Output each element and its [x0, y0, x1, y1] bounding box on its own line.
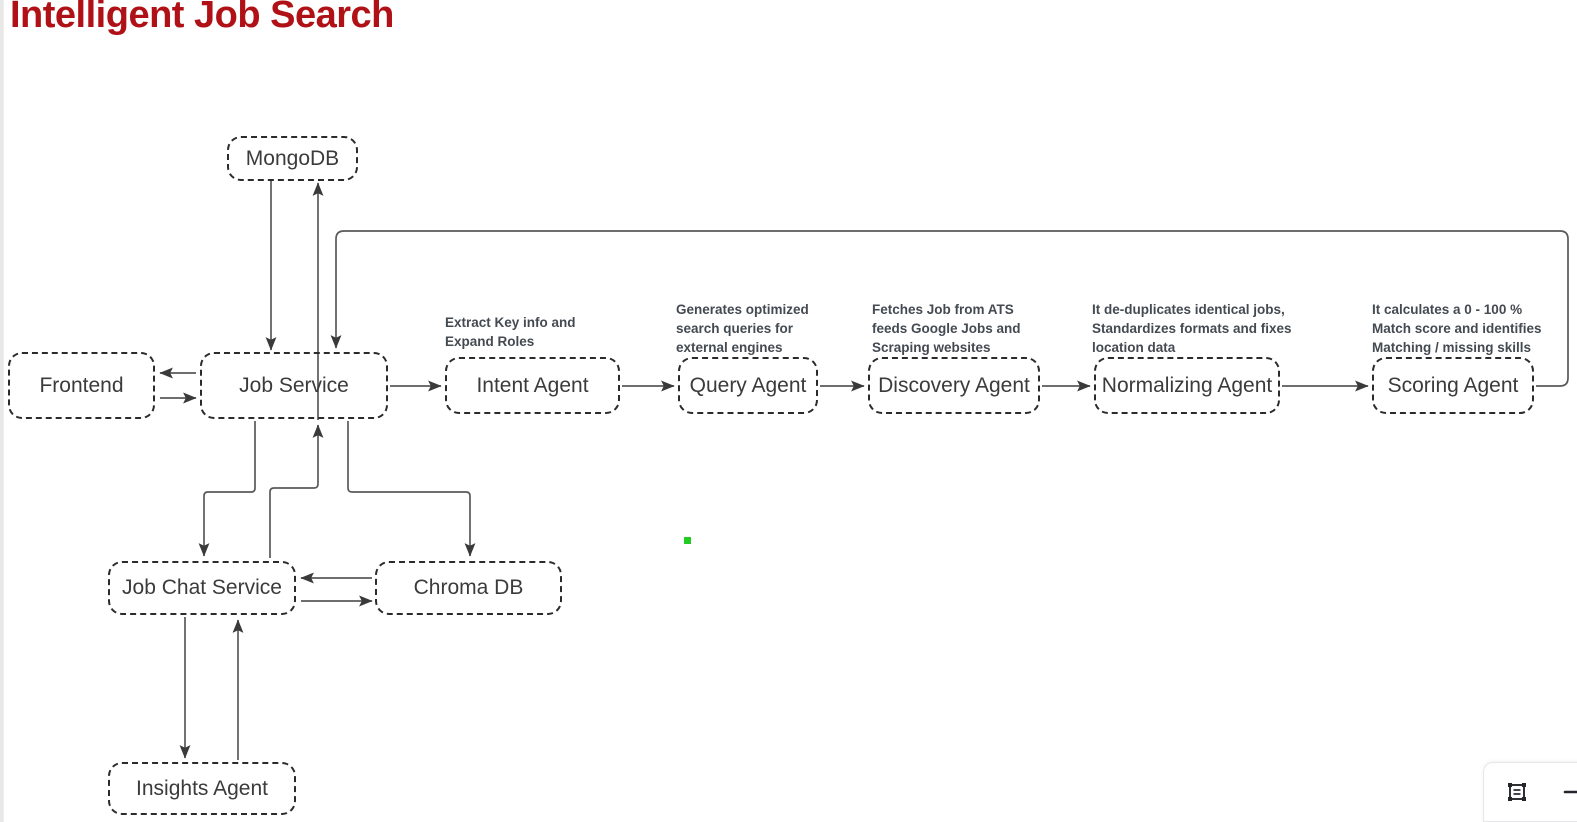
node-job-service[interactable]: Job Service	[200, 352, 388, 419]
zoom-out-icon[interactable]	[1558, 777, 1577, 807]
caption-query-agent: Generates optimized search queries for e…	[676, 302, 809, 356]
node-query-agent[interactable]: Query Agent	[678, 357, 818, 414]
caption-normalizing-agent: It de-duplicates identical jobs, Standar…	[1092, 302, 1292, 356]
node-scoring-agent-label: Scoring Agent	[1387, 373, 1519, 397]
fit-view-icon[interactable]	[1502, 777, 1532, 807]
edge-job-chat-to-job-service	[269, 424, 324, 558]
node-normalizing-agent-label: Normalizing Agent	[1101, 373, 1273, 397]
node-job-chat-service[interactable]: Job Chat Service	[108, 561, 296, 615]
node-normalizing-agent[interactable]: Normalizing Agent	[1094, 357, 1280, 414]
node-chroma-db[interactable]: Chroma DB	[375, 561, 562, 615]
node-insights-agent[interactable]: Insights Agent	[108, 762, 296, 815]
edge-job-service-to-job-chat	[198, 421, 256, 557]
edge-job-service-to-chroma	[347, 421, 476, 557]
node-scoring-agent[interactable]: Scoring Agent	[1372, 357, 1534, 414]
node-discovery-agent-label: Discovery Agent	[878, 373, 1030, 397]
caption-discovery-agent: Fetches Job from ATS feeds Google Jobs a…	[872, 302, 1021, 356]
node-query-agent-label: Query Agent	[689, 373, 807, 397]
caption-intent-agent: Extract Key info and Expand Roles	[445, 315, 576, 350]
node-intent-agent-label: Intent Agent	[476, 373, 589, 397]
caption-scoring-agent: It calculates a 0 - 100 % Match score an…	[1372, 302, 1542, 356]
node-chroma-db-label: Chroma DB	[413, 576, 524, 599]
node-discovery-agent[interactable]: Discovery Agent	[868, 357, 1040, 414]
canvas-toolbar[interactable]	[1483, 762, 1577, 822]
node-job-chat-service-label: Job Chat Service	[122, 576, 282, 599]
selection-dot-marker	[684, 537, 691, 544]
node-mongodb[interactable]: MongoDB	[227, 136, 358, 181]
node-insights-agent-label: Insights Agent	[136, 776, 268, 800]
node-job-service-label: Job Service	[239, 373, 349, 397]
node-intent-agent[interactable]: Intent Agent	[445, 357, 620, 414]
node-mongodb-label: MongoDB	[245, 146, 340, 170]
node-frontend[interactable]: Frontend	[8, 352, 155, 419]
left-edge-rail	[0, 0, 4, 822]
node-frontend-label: Frontend	[39, 373, 124, 397]
page-title: Intelligent Job Search	[10, 0, 394, 36]
